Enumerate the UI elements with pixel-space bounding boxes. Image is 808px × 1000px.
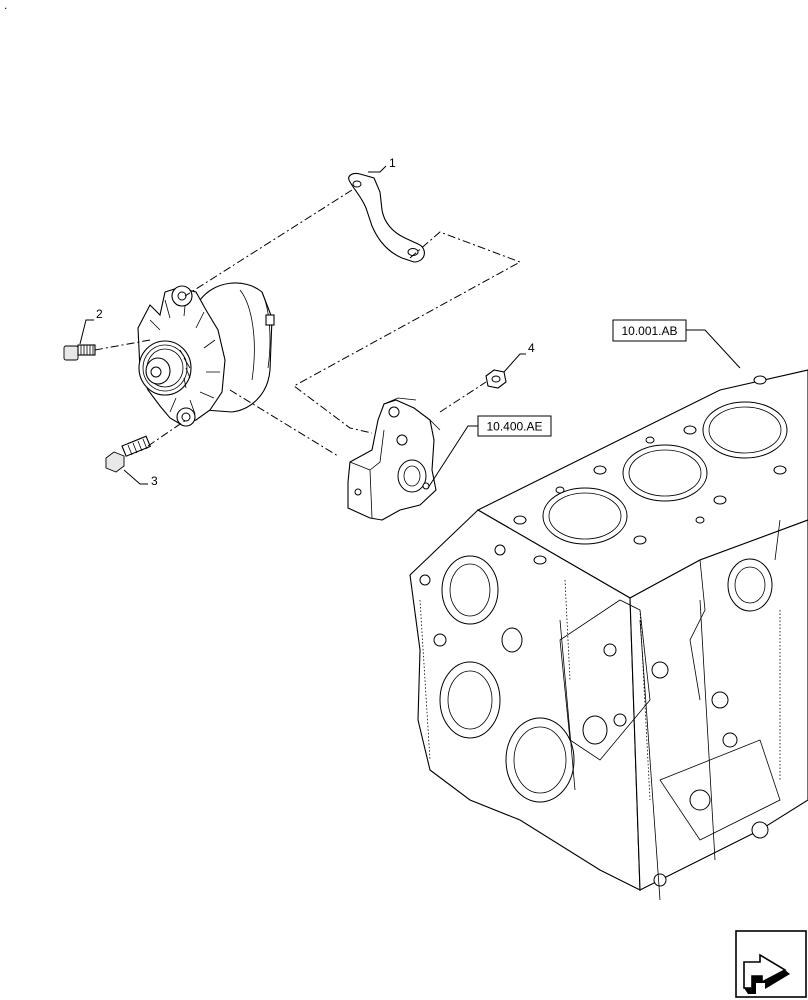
nut [485, 369, 507, 389]
callout-4: 4 [503, 341, 535, 373]
corner-mark: . [4, 0, 7, 12]
reference-engine-block[interactable]: 10.001.AB [612, 319, 741, 369]
bolt-short [63, 344, 96, 361]
callout-2: 2 [79, 307, 103, 345]
alternator-mount-bracket [347, 397, 441, 521]
reference-alternator-bracket[interactable]: 10.400.AE [427, 415, 552, 489]
bolt-long [105, 435, 151, 473]
engine-block [409, 369, 808, 901]
callout-label-1: 1 [389, 156, 396, 170]
next-page-arrow-icon[interactable] [735, 930, 807, 998]
callout-label-2: 2 [96, 307, 103, 321]
reference-label-engine-block: 10.001.AB [621, 324, 677, 338]
callout-label-3: 3 [151, 474, 158, 488]
adjusting-strap [348, 172, 425, 263]
alternator [137, 282, 275, 427]
callout-label-4: 4 [528, 341, 535, 355]
assembly-lines [94, 189, 522, 457]
reference-label-alternator-bracket: 10.400.AE [486, 420, 542, 434]
callout-3: 3 [123, 469, 158, 488]
callout-1: 1 [368, 156, 396, 173]
